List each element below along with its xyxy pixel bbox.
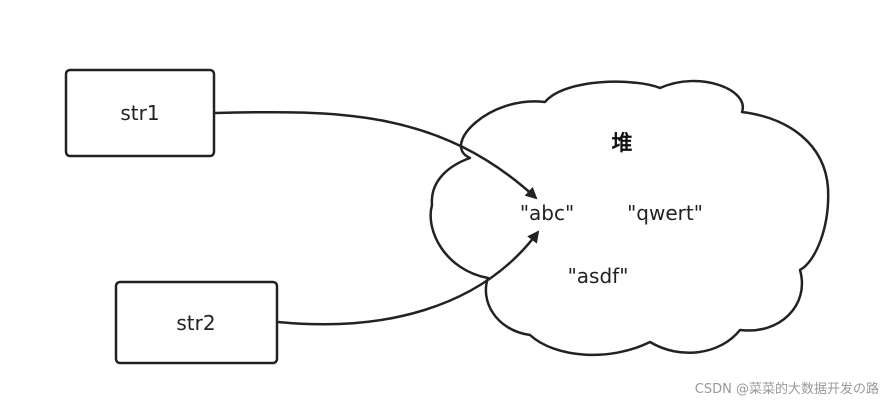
str1-box: str1	[64, 68, 216, 158]
str1-reference-arrow	[214, 110, 538, 200]
heap-string-asdf: "asdf"	[568, 264, 629, 288]
csdn-watermark: CSDN @菜菜的大数据开发の路	[694, 382, 879, 397]
heap-string-qwert: "qwert"	[627, 201, 703, 225]
heap-title: 堆	[612, 131, 633, 155]
heap-string-abc: "abc"	[520, 201, 574, 225]
heap-cloud	[429, 79, 830, 357]
str2-reference-arrow	[277, 230, 540, 326]
str2-box: str2	[114, 280, 279, 365]
str1-label: str1	[120, 101, 159, 125]
str2-label: str2	[176, 311, 215, 335]
